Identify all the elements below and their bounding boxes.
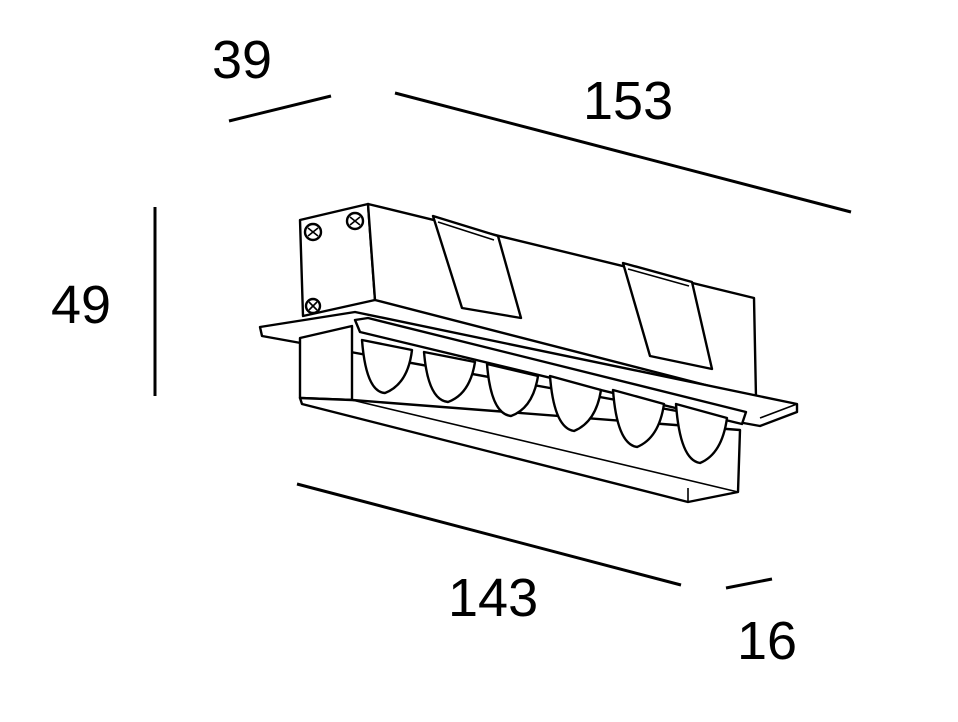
dim-label-153: 153 xyxy=(583,71,673,131)
led-reflector xyxy=(611,388,666,449)
dim-line-153 xyxy=(394,91,852,214)
led-reflector xyxy=(674,402,729,465)
dim-line-39 xyxy=(228,94,332,123)
dim-label-16: 16 xyxy=(737,611,797,671)
screw-icon xyxy=(303,222,323,242)
dim-label-49: 49 xyxy=(51,275,111,335)
led-reflector xyxy=(485,362,540,418)
spring-clip-left xyxy=(431,214,523,320)
led-reflector-row xyxy=(360,338,729,465)
fixture-drawing xyxy=(258,202,799,504)
dim-label-39: 39 xyxy=(212,30,272,90)
led-reflector xyxy=(422,350,477,404)
trough-end xyxy=(298,324,354,402)
dim-label-143: 143 xyxy=(448,568,538,628)
spring-clip-right xyxy=(621,261,714,371)
dim-line-16 xyxy=(725,577,773,590)
led-reflector xyxy=(548,374,603,433)
led-reflector xyxy=(360,338,414,395)
trough-rim xyxy=(353,316,748,426)
screw-icon xyxy=(304,297,322,315)
trough-bottom xyxy=(298,396,742,504)
screw-icon xyxy=(345,211,365,231)
dim-line-143 xyxy=(296,482,682,587)
